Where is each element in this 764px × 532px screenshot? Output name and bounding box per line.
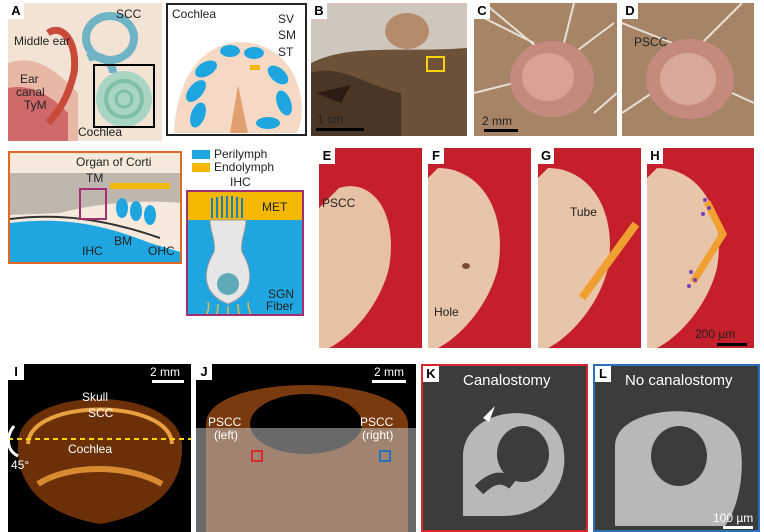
label-met: MET xyxy=(262,200,288,214)
label-pscc-left-1: PSCC xyxy=(208,415,242,429)
panel-label-l: L xyxy=(595,366,611,382)
label-angle: 45° xyxy=(11,458,30,472)
fluid-legend: Perilymph Endolymph xyxy=(192,148,302,182)
panel-label-h: H xyxy=(647,148,663,164)
scalebar-label-c: 2 mm xyxy=(482,114,512,128)
panel-d-pscc-exposed: D PSCC xyxy=(622,3,754,136)
label-ear-canal-2: canal xyxy=(16,85,45,99)
label-cochlea-i: Cochlea xyxy=(68,442,113,456)
label-ear-canal-1: Ear xyxy=(20,72,39,86)
label-cochlea: Cochlea xyxy=(78,125,123,139)
scalebar-j xyxy=(372,380,406,383)
scalebar-label-l: 100 µm xyxy=(713,511,754,525)
panel-label-a: A xyxy=(8,3,24,19)
panel-ihc-cell: MET SGN Fiber xyxy=(186,190,304,316)
panel-label-c: C xyxy=(474,3,490,19)
inset-title: Cochlea xyxy=(172,7,217,21)
panel-k-canalostomy: K Canalostomy xyxy=(421,364,588,532)
panel-label-k: K xyxy=(423,366,439,382)
panel-a-ear-anatomy: A SCC Middle ear Ear canal TyM Cochlea xyxy=(8,3,162,141)
scalebar-h xyxy=(717,343,747,346)
panel-label-b: B xyxy=(311,3,327,19)
scalebar-label-j: 2 mm xyxy=(374,365,404,379)
panel-label-d: D xyxy=(622,3,638,19)
scalebar-b xyxy=(316,128,364,131)
scalebar-l xyxy=(723,526,753,529)
label-pscc-d: PSCC xyxy=(634,35,668,49)
label-bm: BM xyxy=(114,234,132,248)
panel-label-j: J xyxy=(196,364,212,380)
scalebar-c xyxy=(484,129,518,132)
panel-organ-of-corti: Organ of Corti TM IHC BM OHC xyxy=(8,151,182,264)
label-middle-ear: Middle ear xyxy=(14,34,71,48)
perilymph-swatch xyxy=(192,150,210,159)
panel-g-tube: G Tube xyxy=(538,148,641,348)
panel-e-pscc-close: E PSCC xyxy=(319,148,422,348)
label-pscc-right-1: PSCC xyxy=(360,415,394,429)
scalebar-label-h: 200 µm xyxy=(695,327,736,341)
label-ihc: IHC xyxy=(82,244,103,258)
panel-j-ct-pscc: J 2 mm PSCC (left) PSCC (right) xyxy=(196,364,416,532)
label-sgn: SGN xyxy=(268,287,295,301)
endolymph-swatch xyxy=(192,163,210,172)
ear-anatomy-drawing xyxy=(8,3,162,141)
label-pscc-left-2: (left) xyxy=(214,428,238,442)
corti-title: Organ of Corti xyxy=(76,155,152,169)
scalebar-label-b: 1 cm xyxy=(317,112,344,126)
label-scc: SCC xyxy=(116,7,142,21)
cochlea-cross-section xyxy=(174,41,302,133)
label-canalostomy: Canalostomy xyxy=(463,372,551,389)
label-skull: Skull xyxy=(82,390,109,404)
panel-h-sealed: H 200 µm xyxy=(647,148,754,348)
label-pscc-right-2: (right) xyxy=(362,428,394,442)
panel-c-skin-opening: C 2 mm xyxy=(474,3,617,136)
panel-label-f: F xyxy=(428,148,444,164)
legend-endolymph: Endolymph xyxy=(214,160,275,174)
panel-label-g: G xyxy=(538,148,554,164)
label-tube: Tube xyxy=(570,205,597,219)
label-sv: SV xyxy=(278,12,295,26)
label-sm: SM xyxy=(278,28,296,42)
label-tm: TM xyxy=(86,171,104,185)
label-hole: Hole xyxy=(434,305,459,319)
panel-l-no-canalostomy: L No canalostomy 100 µm xyxy=(593,364,760,532)
label-st: ST xyxy=(278,45,294,59)
label-no-canalostomy: No canalostomy xyxy=(625,372,733,389)
label-ohc: OHC xyxy=(148,244,175,258)
legend-perilymph: Perilymph xyxy=(214,148,268,161)
label-pscc-e: PSCC xyxy=(322,196,356,210)
panel-label-e: E xyxy=(319,148,335,164)
panel-b-mouse-photo: B 1 cm xyxy=(311,3,467,136)
scalebar-label-i: 2 mm xyxy=(150,365,180,379)
panel-i-ct-skull: I 2 mm Skull SCC Cochlea 45° xyxy=(8,364,191,532)
panel-f-hole: F Hole xyxy=(428,148,531,348)
label-tym: TyM xyxy=(24,98,47,112)
panel-label-i: I xyxy=(8,364,24,380)
label-fiber: Fiber xyxy=(266,299,294,313)
ihc-title: IHC xyxy=(230,175,251,189)
label-scc-i: SCC xyxy=(88,406,114,420)
scalebar-i xyxy=(152,380,184,383)
panel-a-cochlea-inset: Cochlea SV SM ST xyxy=(166,3,307,136)
